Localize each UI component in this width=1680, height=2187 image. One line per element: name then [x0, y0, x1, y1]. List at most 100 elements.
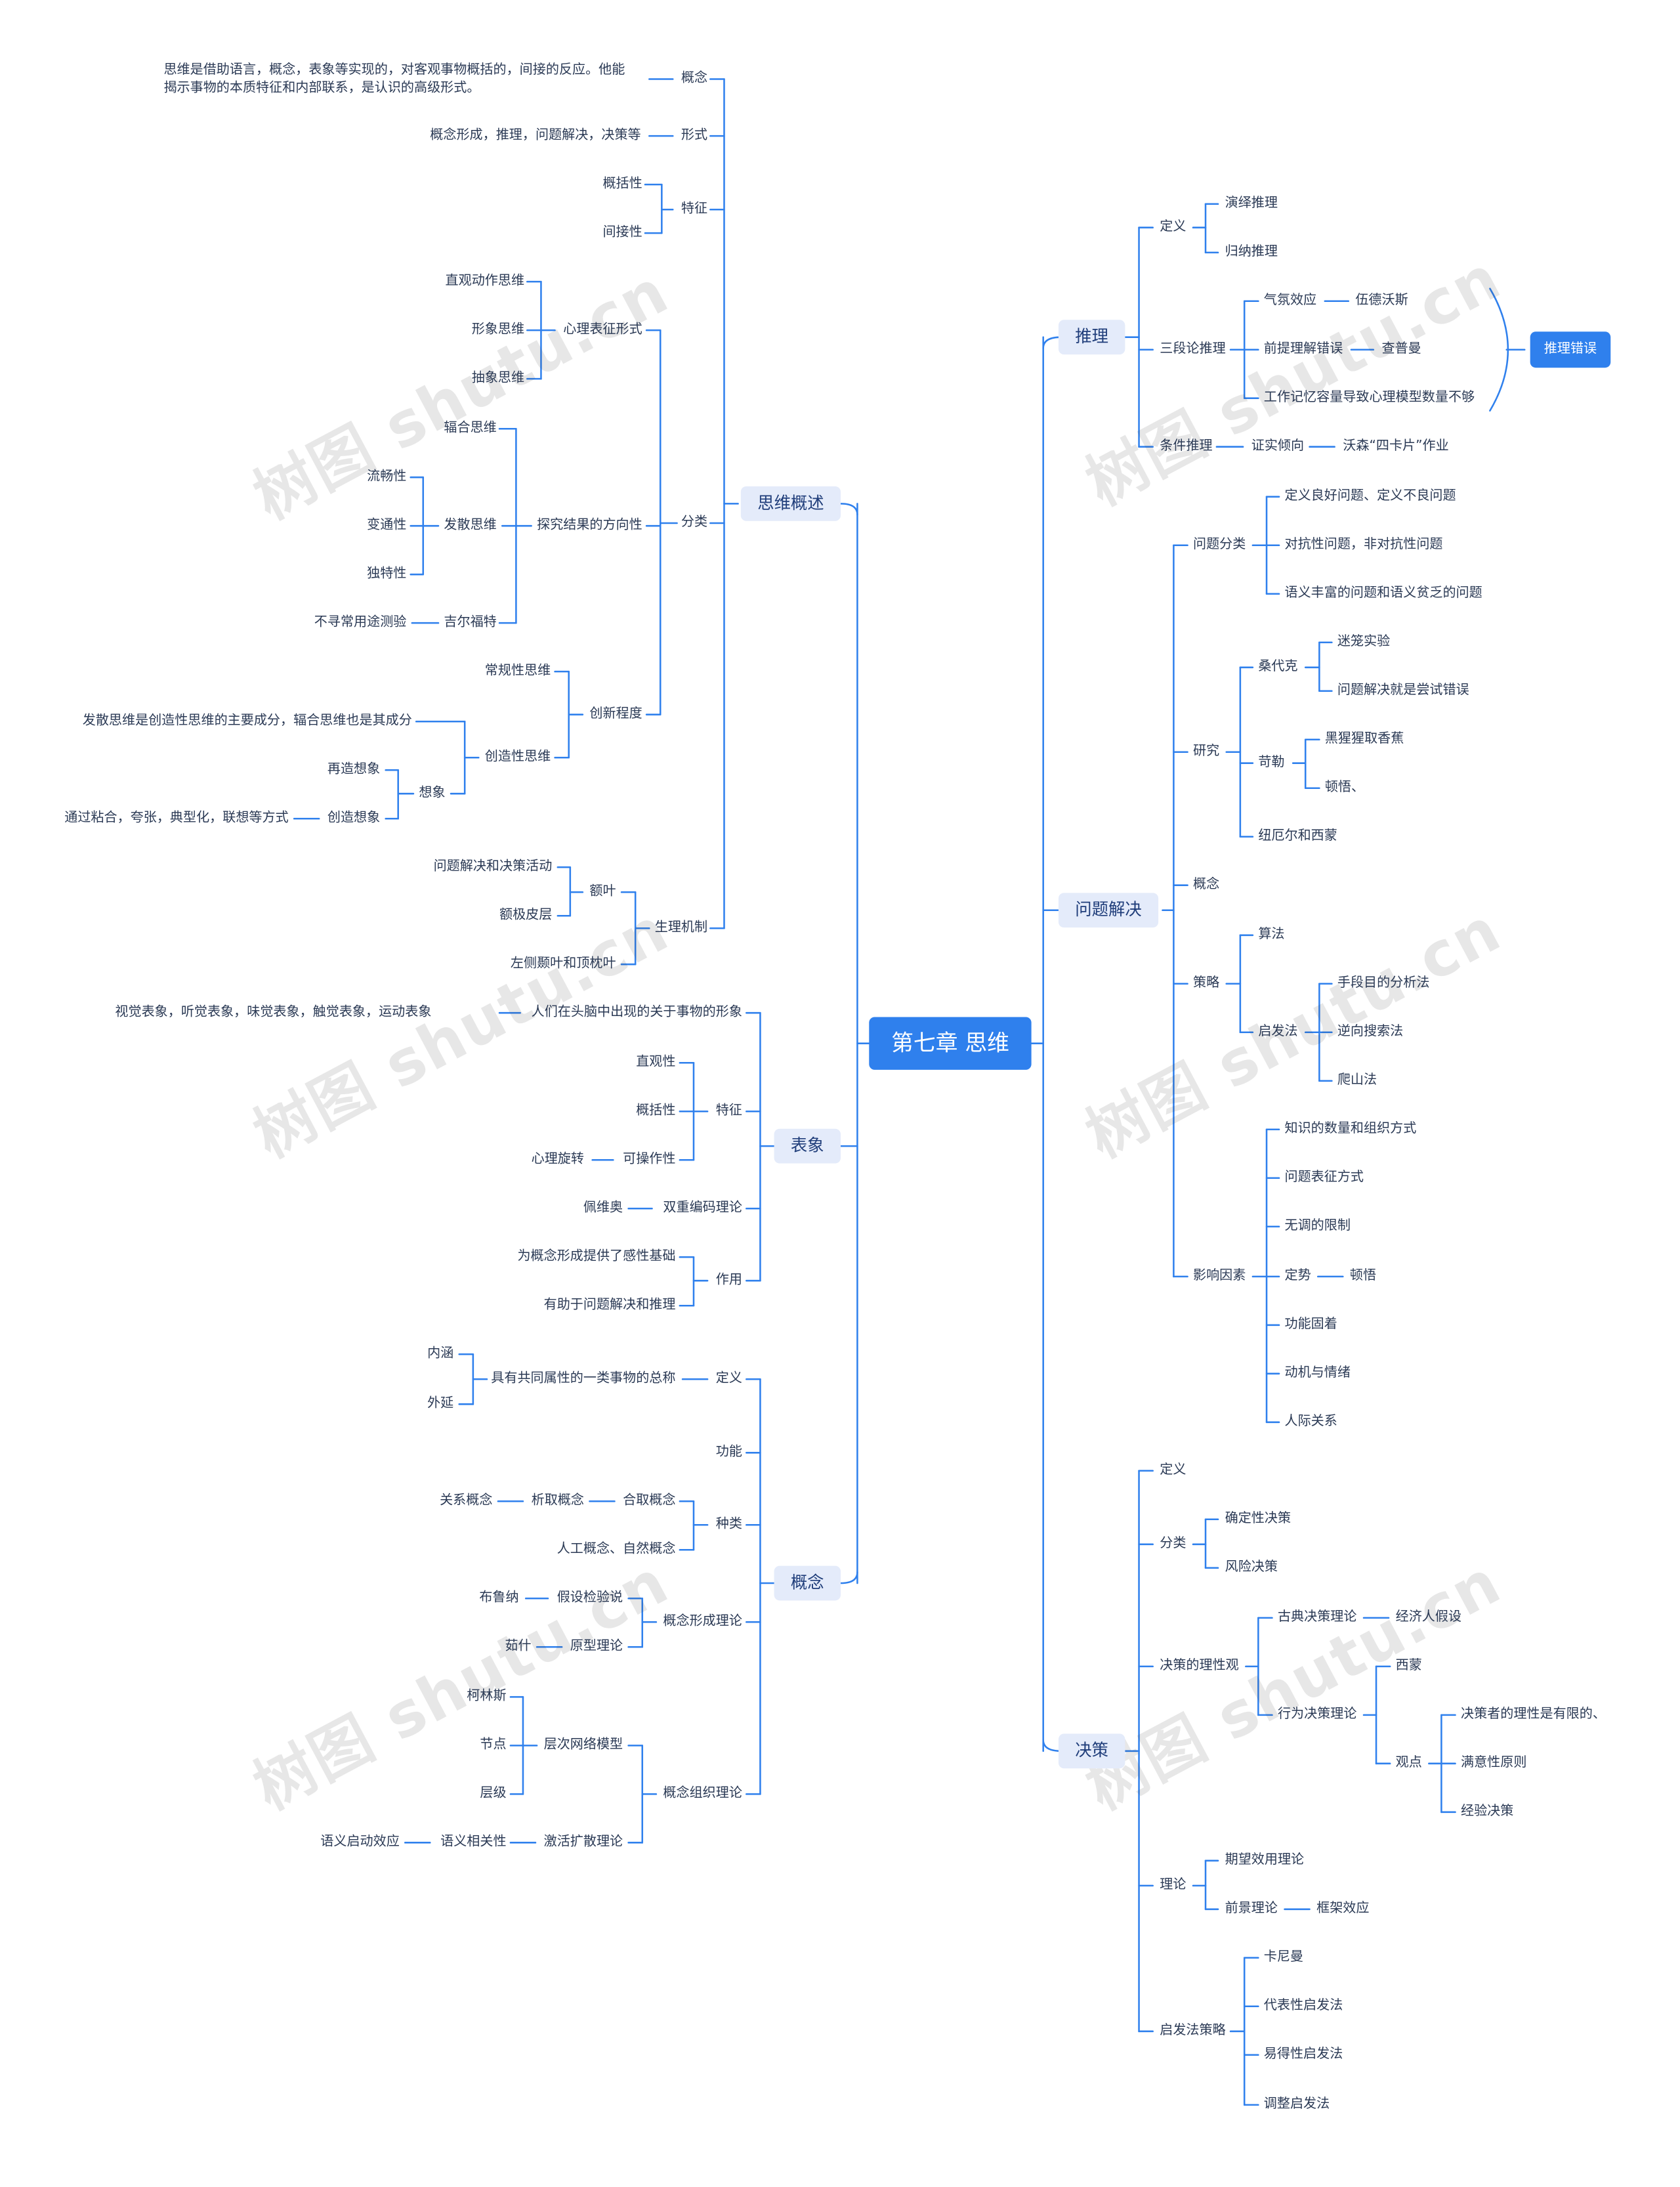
branch-reasoning[interactable]: 推理 — [1058, 320, 1125, 355]
node[interactable]: 再造想象 — [327, 761, 381, 777]
node[interactable]: 常规性思维 — [484, 663, 551, 679]
node[interactable]: 易得性启发法 — [1263, 2047, 1343, 2062]
node[interactable]: 功能固着 — [1284, 1317, 1337, 1332]
node[interactable]: 问题分类 — [1192, 537, 1246, 553]
node[interactable]: 概括性 — [636, 1103, 676, 1118]
node[interactable]: 沃森“四卡片”作业 — [1343, 438, 1449, 454]
node[interactable]: 启发法策略 — [1160, 2023, 1226, 2039]
node[interactable]: 黑猩猩取香蕉 — [1324, 731, 1404, 747]
node[interactable]: 问题解决和决策活动 — [433, 859, 553, 874]
node[interactable]: 层次网络模型 — [543, 1737, 623, 1752]
node[interactable]: 问题解决就是尝试错误 — [1337, 683, 1469, 698]
node[interactable]: 柯林斯 — [467, 1688, 507, 1704]
node[interactable]: 工作记忆容量导致心理模型数量不够 — [1263, 390, 1475, 406]
node[interactable]: 定义 — [1160, 1462, 1186, 1478]
node[interactable]: 抽象思维 — [471, 370, 525, 386]
node[interactable]: 分类 — [1160, 1536, 1186, 1552]
node[interactable]: 视觉表象，听觉表象，味觉表象，触觉表象，运动表象 — [115, 1004, 432, 1020]
node[interactable]: 概念组织理论 — [663, 1785, 742, 1801]
node[interactable]: 直观性 — [636, 1054, 676, 1070]
node[interactable]: 流畅性 — [367, 469, 407, 484]
node[interactable]: 特征 — [681, 201, 708, 217]
node[interactable]: 期望效用理论 — [1225, 1852, 1305, 1868]
node[interactable]: 变通性 — [367, 517, 407, 533]
node[interactable]: 假设检验说 — [556, 1590, 623, 1605]
node[interactable]: 确定性决策 — [1225, 1511, 1292, 1527]
branch-representation[interactable]: 表象 — [774, 1128, 841, 1164]
node[interactable]: 纽厄尔和西蒙 — [1258, 828, 1337, 844]
node[interactable]: 双重编码理论 — [663, 1200, 742, 1216]
node[interactable]: 问题表征方式 — [1284, 1170, 1364, 1185]
node[interactable]: 概念形成，推理，问题解决，决策等 — [430, 127, 641, 143]
node[interactable]: 想象 — [419, 785, 446, 801]
node[interactable]: 迷笼实验 — [1337, 634, 1391, 650]
node[interactable]: 合取概念 — [623, 1493, 676, 1508]
node[interactable]: 心理旋转 — [531, 1151, 584, 1167]
node[interactable]: 人际关系 — [1284, 1414, 1337, 1430]
node[interactable]: 探究结果的方向性 — [537, 517, 642, 533]
node[interactable]: 人工概念、自然概念 — [556, 1541, 676, 1557]
node[interactable]: 辐合思维 — [444, 420, 497, 436]
node[interactable]: 西蒙 — [1395, 1658, 1422, 1674]
node[interactable]: 概念形成理论 — [663, 1613, 742, 1629]
node[interactable]: 原型理论 — [570, 1638, 623, 1654]
node[interactable]: 逆向搜索法 — [1337, 1024, 1404, 1040]
node[interactable]: 满意性原则 — [1460, 1755, 1527, 1771]
node[interactable]: 独特性 — [367, 566, 407, 582]
node[interactable]: 直观动作思维 — [445, 273, 525, 289]
node[interactable]: 代表性启发法 — [1263, 1998, 1343, 2014]
node[interactable]: 理论 — [1160, 1877, 1186, 1893]
node[interactable]: 策略 — [1192, 975, 1220, 991]
node[interactable]: 形象思维 — [471, 322, 525, 337]
node[interactable]: 为概念形成提供了感性基础 — [517, 1248, 676, 1264]
node[interactable]: 额叶 — [589, 883, 616, 899]
branch-thinking-overview[interactable]: 思维概述 — [740, 486, 841, 521]
node[interactable]: 爬山法 — [1337, 1072, 1377, 1088]
node[interactable]: 卡尼曼 — [1263, 1949, 1304, 1965]
node[interactable]: 定义良好问题、定义不良问题 — [1284, 488, 1456, 504]
node[interactable]: 前提理解错误 — [1263, 341, 1343, 357]
node[interactable]: 气氛效应 — [1263, 293, 1317, 308]
node[interactable]: 节点 — [480, 1737, 507, 1752]
node[interactable]: 外延 — [427, 1395, 454, 1411]
node[interactable]: 茹什 — [505, 1638, 532, 1654]
node[interactable]: 研究 — [1192, 744, 1220, 759]
node[interactable]: 额极皮层 — [499, 907, 553, 923]
node[interactable]: 通过粘合，夸张，典型化，联想等方式 — [64, 810, 289, 826]
node[interactable]: 观点 — [1395, 1755, 1422, 1771]
node[interactable]: 定义 — [715, 1370, 742, 1386]
branch-concept[interactable]: 概念 — [774, 1565, 841, 1601]
node[interactable]: 对抗性问题，非对抗性问题 — [1284, 537, 1443, 553]
node[interactable]: 调整启发法 — [1263, 2096, 1330, 2112]
node[interactable]: 左侧颞叶和顶枕叶 — [510, 956, 616, 971]
node[interactable]: 层级 — [480, 1785, 507, 1801]
branch-problem-solving[interactable]: 问题解决 — [1058, 893, 1159, 928]
node[interactable]: 知识的数量和组织方式 — [1284, 1121, 1417, 1137]
node[interactable]: 顿悟 — [1349, 1268, 1377, 1284]
node[interactable]: 定义 — [1160, 219, 1186, 235]
node[interactable]: 苛勒 — [1258, 754, 1285, 771]
node[interactable]: 发散思维是创造性思维的主要成分，辐合思维也是其成分 — [82, 713, 412, 729]
node[interactable]: 古典决策理论 — [1277, 1609, 1357, 1625]
node[interactable]: 定势 — [1284, 1268, 1311, 1284]
node[interactable]: 归纳推理 — [1225, 244, 1278, 260]
node[interactable]: 人们在头脑中出现的关于事物的形象 — [531, 1004, 742, 1020]
node[interactable]: 启发法 — [1258, 1024, 1298, 1040]
node[interactable]: 创造性思维 — [484, 749, 551, 765]
node[interactable]: 影响因素 — [1192, 1268, 1246, 1284]
node[interactable]: 具有共同属性的一类事物的总称 — [491, 1370, 676, 1386]
node[interactable]: 创新程度 — [589, 706, 642, 722]
node[interactable]: 不寻常用途测验 — [314, 614, 407, 630]
node[interactable]: 风险决策 — [1225, 1560, 1278, 1575]
node[interactable]: 心理表征形式 — [563, 322, 642, 337]
branch-decision[interactable]: 决策 — [1058, 1733, 1125, 1769]
node[interactable]: 伍德沃斯 — [1355, 293, 1408, 308]
node[interactable]: 动机与情绪 — [1284, 1365, 1351, 1381]
node[interactable]: 经验决策 — [1460, 1804, 1514, 1819]
node[interactable]: 算法 — [1258, 927, 1285, 943]
node[interactable]: 内涵 — [427, 1346, 454, 1361]
summary-tag[interactable]: 推理错误 — [1530, 331, 1611, 368]
node[interactable]: 生理机制 — [654, 920, 708, 935]
node[interactable]: 框架效应 — [1316, 1901, 1370, 1917]
node[interactable]: 激活扩散理论 — [543, 1834, 623, 1850]
